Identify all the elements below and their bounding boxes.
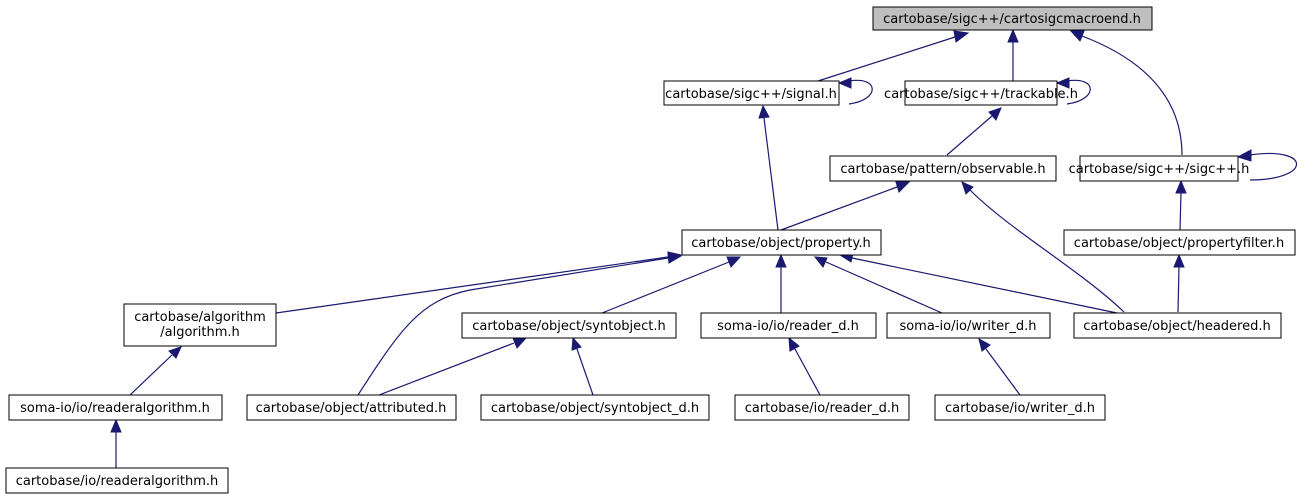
node-label: cartobase/io/writer_d.h [945, 401, 1095, 416]
node-label: cartobase/sigc++/signal.h [665, 87, 837, 102]
node-label: cartobase/object/propertyfilter.h [1074, 236, 1284, 251]
node-cartosigcmacroend[interactable]: cartobase/sigc++/cartosigcmacroend.h [872, 6, 1153, 31]
node-label: cartobase/object/headered.h [1083, 319, 1270, 334]
edge-readeralgorithm-soma-to-algorithm [129, 346, 182, 396]
node-observable[interactable]: cartobase/pattern/observable.h [829, 155, 1057, 182]
node-readeralgorithm-soma[interactable]: soma-io/io/readeralgorithm.h [8, 394, 223, 421]
edge-sigc-to-cartosigcmacroend [1069, 30, 1183, 156]
node-label: soma-io/io/readeralgorithm.h [20, 401, 210, 416]
edge-trackable-to-cartosigcmacroend [1007, 28, 1019, 81]
node-label: cartobase/object/syntobject.h [472, 319, 666, 334]
node-label: cartobase/sigc++/sigc++.h [1069, 162, 1250, 177]
node-algorithm[interactable]: cartobase/algorithm /algorithm.h [123, 303, 277, 347]
node-writer-d-soma[interactable]: soma-io/io/writer_d.h [886, 312, 1051, 339]
node-sigc[interactable]: cartobase/sigc++/sigc++.h [1069, 155, 1250, 182]
node-label-line1: cartobase/algorithm [134, 310, 266, 325]
node-label: cartobase/io/reader_d.h [745, 401, 900, 416]
node-syntobject[interactable]: cartobase/object/syntobject.h [461, 312, 677, 339]
node-propertyfilter[interactable]: cartobase/object/propertyfilter.h [1063, 229, 1296, 256]
node-headered[interactable]: cartobase/object/headered.h [1073, 312, 1282, 339]
edge-property-to-observable [780, 181, 911, 231]
edge-writerd-carto-to-writerd-soma [978, 338, 1021, 396]
node-label: soma-io/io/writer_d.h [899, 319, 1036, 334]
node-label: cartobase/object/attributed.h [256, 401, 447, 416]
node-reader-d-soma[interactable]: soma-io/io/reader_d.h [700, 312, 877, 339]
edge-signal-to-cartosigcmacroend [817, 30, 970, 82]
edge-writerd-soma-to-property [813, 256, 943, 314]
edge-property-to-signal [758, 104, 779, 231]
node-label: cartobase/pattern/observable.h [840, 162, 1045, 177]
node-signal[interactable]: cartobase/sigc++/signal.h [663, 80, 840, 106]
node-property[interactable]: cartobase/object/property.h [681, 229, 882, 256]
node-label-line2: /algorithm.h [160, 325, 240, 340]
edge-syntobject-to-property [601, 256, 742, 314]
edge-readerd-carto-to-readerd-soma [788, 336, 821, 396]
edge-syntobjectd-to-syntobject [571, 336, 594, 396]
node-label: cartobase/object/syntobject_d.h [491, 401, 699, 416]
node-label: cartobase/object/property.h [691, 236, 871, 251]
node-readeralgorithm-carto[interactable]: cartobase/io/readeralgorithm.h [5, 467, 229, 494]
edge-propertyfilter-to-sigc [1175, 179, 1187, 231]
edge-attributed-to-syntobject [378, 337, 528, 396]
edge-sigc-self-loop [1236, 149, 1297, 181]
node-label: cartobase/sigc++/cartosigcmacroend.h [883, 12, 1141, 27]
edge-trackable-self-loop [1055, 77, 1091, 105]
edge-observable-to-trackable [946, 107, 1002, 156]
edge-headered-to-property [838, 252, 1118, 314]
node-reader-d-carto[interactable]: cartobase/io/reader_d.h [734, 394, 910, 421]
edge-readerd-soma-to-property [775, 253, 787, 313]
node-trackable[interactable]: cartobase/sigc++/trackable.h [884, 80, 1078, 106]
node-writer-d-carto[interactable]: cartobase/io/writer_d.h [934, 394, 1106, 421]
node-label: soma-io/io/reader_d.h [717, 319, 859, 334]
node-syntobject-d[interactable]: cartobase/object/syntobject_d.h [480, 394, 710, 421]
node-attributed[interactable]: cartobase/object/attributed.h [246, 394, 457, 421]
edge-headered-to-observable [961, 181, 1125, 313]
edge-signal-self-loop [837, 77, 873, 105]
node-label: cartobase/io/readeralgorithm.h [16, 474, 219, 489]
edge-readeralgorithm-carto-to-readeralgorithm-soma [110, 418, 122, 468]
edge-headered-to-propertyfilter [1173, 253, 1185, 313]
edge-attributed-to-property [357, 252, 683, 396]
node-label: cartobase/sigc++/trackable.h [884, 87, 1078, 102]
edge-algorithm-to-property [275, 251, 683, 314]
